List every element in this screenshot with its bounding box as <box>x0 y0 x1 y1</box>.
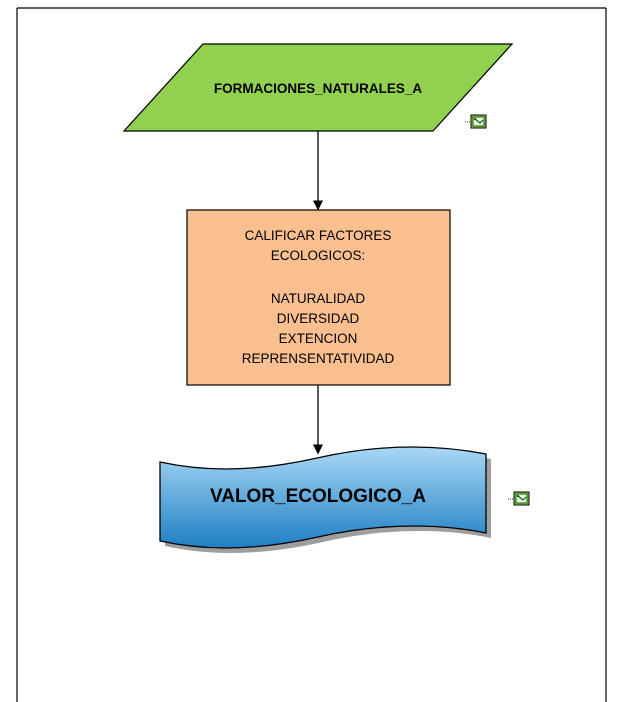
output-label: VALOR_ECOLOGICO_A <box>210 486 426 507</box>
process-line-1: CALIFICAR FACTORES <box>245 228 392 243</box>
map-layer-icon[interactable] <box>465 114 487 129</box>
output-data-node[interactable]: VALOR_ECOLOGICO_A <box>159 446 491 553</box>
input-label: FORMACIONES_NATURALES_A <box>214 81 423 96</box>
process-box <box>186 209 451 386</box>
process-node[interactable]: CALIFICAR FACTORES ECOLOGICOS: NATURALID… <box>186 209 451 386</box>
process-line-4: NATURALIDAD <box>271 291 366 306</box>
process-line-2: ECOLOGICOS: <box>271 248 366 263</box>
map-layer-icon[interactable] <box>508 491 530 506</box>
process-line-5: DIVERSIDAD <box>277 311 360 326</box>
process-line-7: REPRENSENTATIVIDAD <box>242 351 395 366</box>
input-data-node[interactable]: FORMACIONES_NATURALES_A <box>122 43 514 132</box>
output-wave <box>159 446 487 549</box>
input-parallelogram <box>122 43 514 132</box>
process-line-6: EXTENCION <box>279 331 358 346</box>
